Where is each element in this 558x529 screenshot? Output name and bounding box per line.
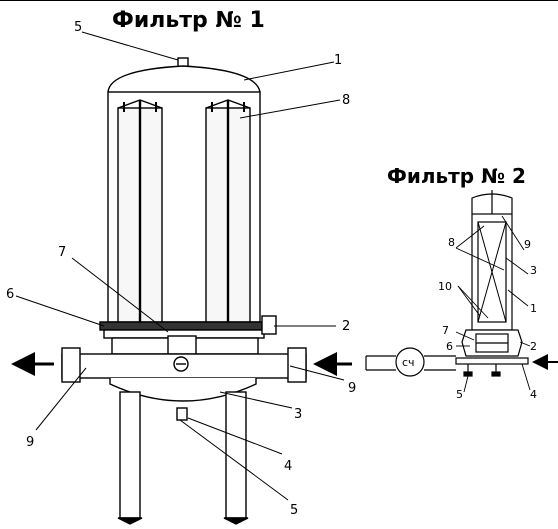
filter1-side-bolt — [261, 315, 277, 335]
filter2-drawing — [365, 190, 558, 393]
filter2-label-3: 3 — [530, 264, 537, 277]
filter1-drawing — [11, 31, 352, 525]
filter1-label-7: 7 — [58, 245, 66, 260]
filter2-label-5: 5 — [456, 388, 463, 401]
filter1-left-flange — [61, 347, 81, 383]
filter2-label-6: 6 — [446, 340, 453, 353]
filter2-label-10: 10 — [438, 280, 452, 293]
filter1-label-2: 2 — [342, 319, 350, 334]
filter1-bottom-bowl — [109, 378, 257, 402]
filter1-label-5-bottom: 5 — [290, 503, 298, 518]
filter1-label-4: 4 — [284, 459, 292, 474]
filter2-meter — [395, 347, 425, 377]
filter2-label-1: 1 — [530, 302, 537, 315]
top-rule — [0, 0, 558, 1]
filter2-labels: 8 9 3 10 1 7 6 2 4 5 сч — [402, 236, 537, 401]
filter1-legs — [117, 391, 249, 525]
filter1-right-flange — [287, 347, 307, 383]
filter1-label-6: 6 — [6, 287, 14, 302]
filter1-drain — [176, 407, 188, 421]
filter1-leader-lines — [15, 31, 345, 501]
filter2-label-4: 4 — [530, 388, 537, 401]
filter1-label-8: 8 — [342, 93, 350, 108]
filter1-labels: 5 1 8 7 6 2 9 9 3 4 5 — [6, 20, 356, 518]
filter2-label-2: 2 — [530, 340, 537, 353]
filter2-meter-label: сч — [402, 356, 415, 369]
filter1-label-1: 1 — [334, 53, 342, 68]
filter2-base-plate — [455, 357, 529, 365]
filter1-label-9-right: 9 — [348, 381, 356, 396]
filter1-label-9-left: 9 — [26, 435, 34, 450]
filter1-cartridges — [117, 99, 251, 323]
filter2-label-7: 7 — [442, 324, 449, 337]
filter2-leader-lines — [455, 215, 531, 393]
filter1-clamp-ring — [99, 321, 269, 331]
filter1-label-3: 3 — [294, 407, 302, 422]
filter1-label-5-top: 5 — [74, 20, 82, 35]
filter1-dome — [107, 65, 261, 93]
filter2-title: Фильтр № 2 — [387, 164, 526, 188]
filter2-label-8: 8 — [448, 236, 455, 249]
filter1-title: Фильтр № 1 — [112, 8, 265, 33]
filter2-label-9: 9 — [524, 238, 531, 251]
